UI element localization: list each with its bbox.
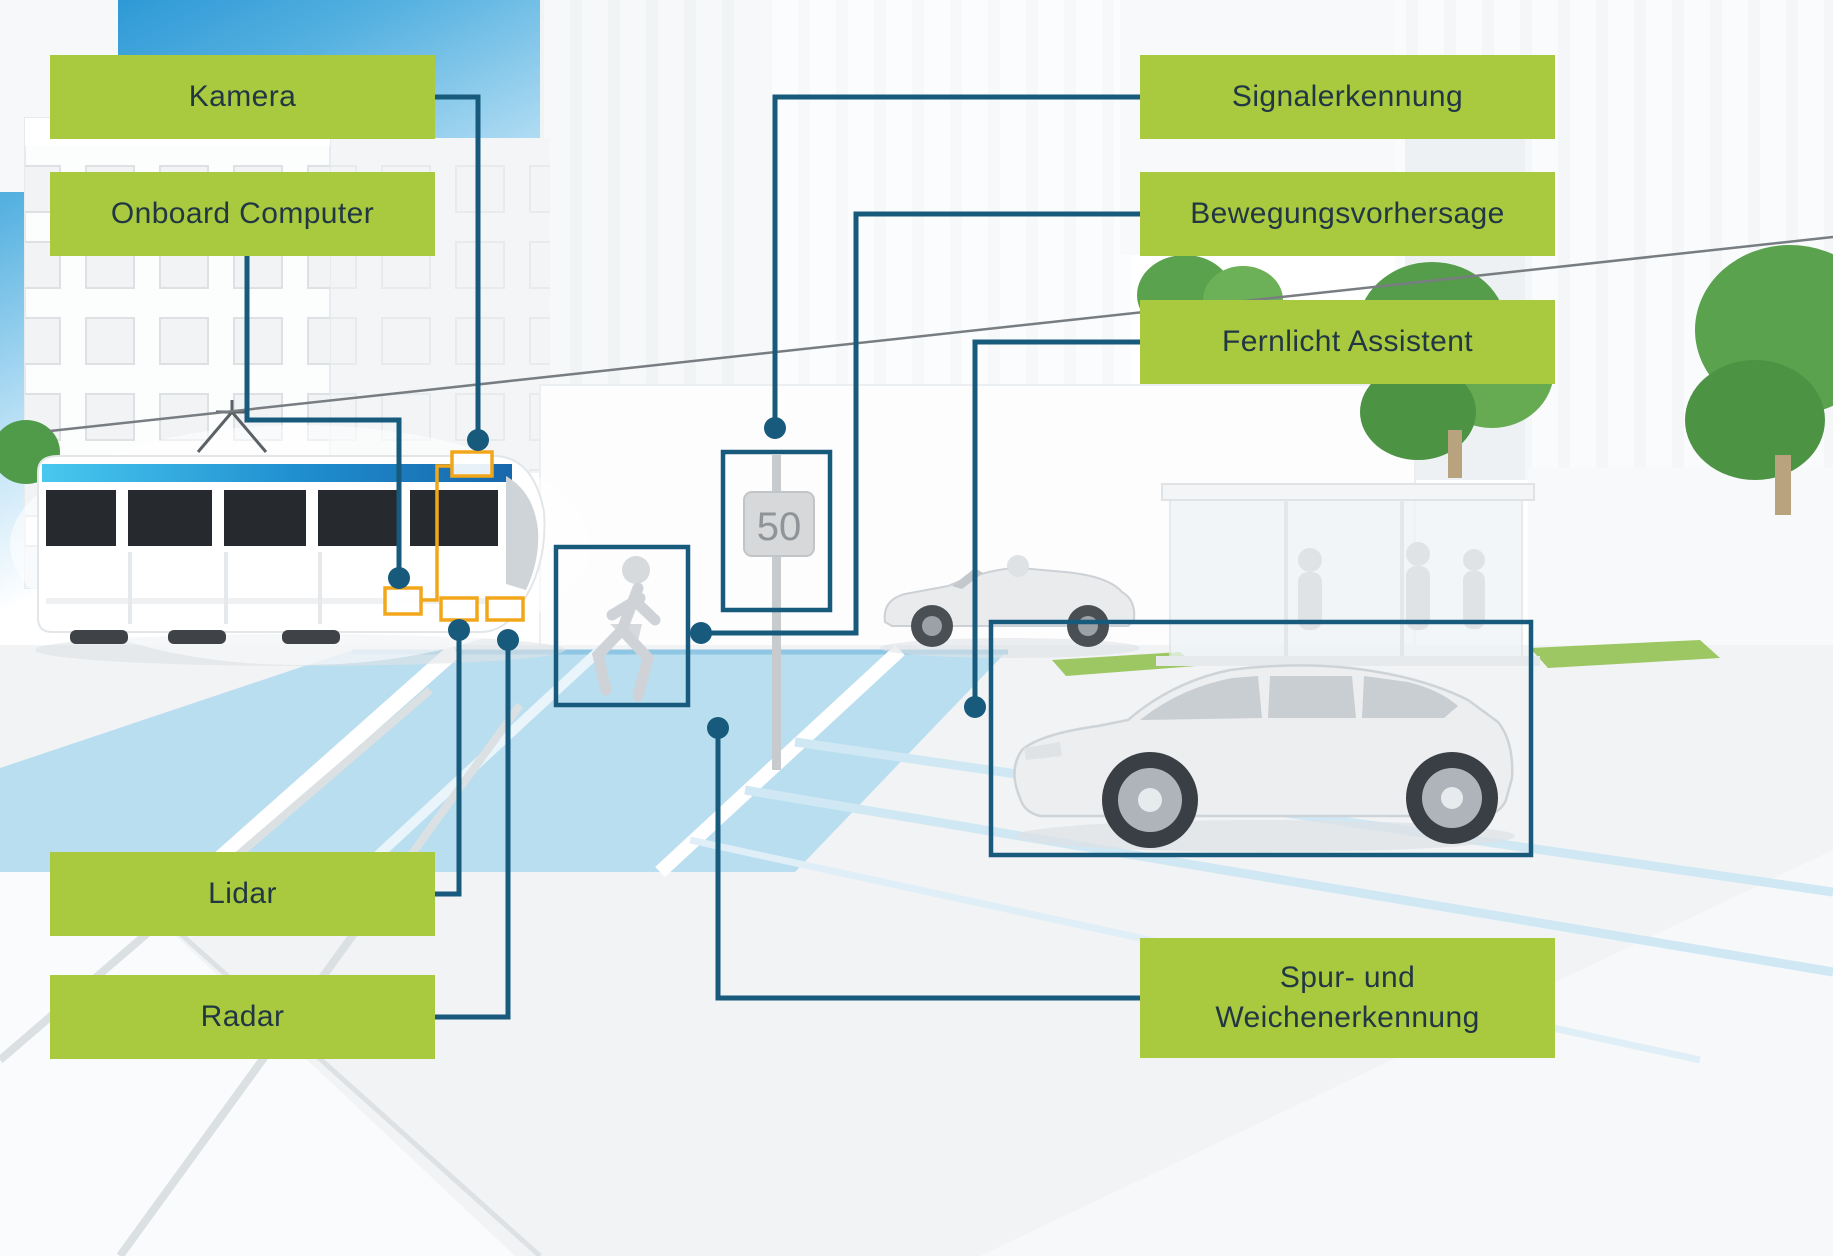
- label-kamera-text: Kamera: [188, 79, 297, 113]
- highlight-box-pedestrian: [553, 544, 691, 708]
- waiting-people: [1298, 542, 1485, 630]
- label-fernlicht-assistent-text: Fernlicht Assistent: [1221, 324, 1474, 358]
- label-signalerkennung-text: Signalerkennung: [1231, 79, 1464, 113]
- connectors: [244, 94, 1534, 1020]
- dot-bewegungsvorhersage: [690, 622, 712, 644]
- connector-spur-weichenerkennung: [715, 728, 1140, 1001]
- label-signalerkennung: Signalerkennung: [1140, 55, 1555, 139]
- dot-signalerkennung: [764, 417, 786, 439]
- tree: [1685, 360, 1825, 480]
- connector-fernlicht-assistent: [972, 339, 1140, 707]
- connector-kamera: [435, 94, 481, 440]
- highlight-box-car: [988, 619, 1534, 858]
- dot-spur-weichenerkennung: [707, 717, 729, 739]
- rail: [744, 785, 1833, 977]
- grass-strip: [1530, 640, 1720, 668]
- dot-onboard-computer: [388, 567, 410, 589]
- hatchback-car: [1013, 664, 1515, 852]
- tram: [10, 400, 590, 666]
- label-bewegungsvorhersage: Bewegungsvorhersage: [1140, 172, 1555, 256]
- label-onboard-computer-text: Onboard Computer: [110, 196, 375, 230]
- label-lidar-text: Lidar: [208, 876, 277, 910]
- label-fernlicht-assistent: Fernlicht Assistent: [1140, 300, 1555, 384]
- label-spur-weichenerkennung: Spur- und Weichenerkennung: [1140, 938, 1555, 1058]
- label-kamera: Kamera: [50, 55, 435, 139]
- connector-radar: [435, 640, 511, 1020]
- label-bewegungsvorhersage-text: Bewegungsvorhersage: [1190, 196, 1505, 230]
- label-onboard-computer: Onboard Computer: [50, 172, 435, 256]
- catenary-wire: [49, 235, 1833, 433]
- label-spur-line1: Spur- und: [1279, 960, 1416, 994]
- sign-pole: [772, 455, 781, 770]
- dot-fernlicht-assistent: [964, 696, 986, 718]
- dot-lidar: [448, 619, 470, 641]
- connector-lidar: [435, 630, 462, 897]
- tram-stop-shelter: [1156, 483, 1540, 666]
- dot-kamera: [467, 429, 489, 451]
- speed-limit-sign: 50: [743, 455, 815, 770]
- tree-trunk: [1775, 455, 1791, 515]
- dot-radar: [497, 629, 519, 651]
- speed-limit-value: 50: [757, 505, 802, 549]
- tree: [1360, 364, 1476, 460]
- label-lidar: Lidar: [50, 852, 435, 936]
- highlight-box-sign: [720, 449, 833, 613]
- connector-bewegungsvorhersage: [701, 211, 1140, 636]
- connector-onboard-computer: [244, 256, 402, 578]
- connector-signalerkennung: [772, 94, 1140, 428]
- label-radar: Radar: [50, 975, 435, 1059]
- tram-sensors: [383, 450, 525, 622]
- convertible-car: [880, 555, 1140, 658]
- pedestrian: [591, 556, 661, 702]
- tree-trunk: [1448, 430, 1462, 478]
- sign-plate: [743, 491, 815, 557]
- label-radar-text: Radar: [200, 999, 285, 1033]
- label-spur-line2: Weichenerkennung: [1215, 1001, 1480, 1034]
- connector-dots: [388, 417, 986, 739]
